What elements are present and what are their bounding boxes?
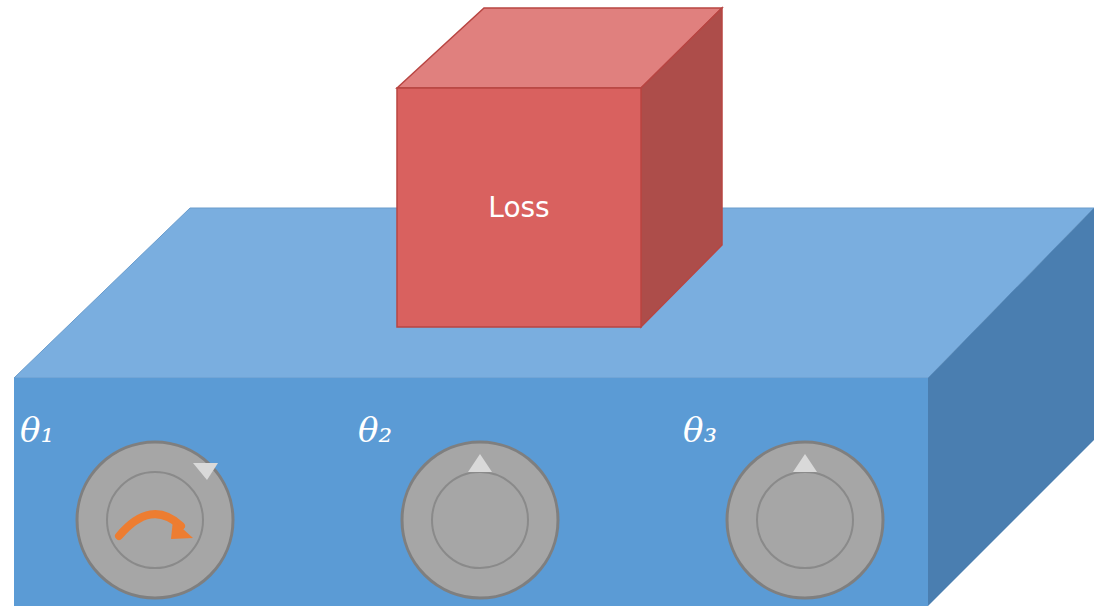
box-right xyxy=(928,208,1094,606)
box-front xyxy=(14,378,928,606)
knob-inner xyxy=(107,472,203,568)
parameter-knob: θ₂ xyxy=(400,440,560,600)
loss-label: Loss xyxy=(488,191,549,224)
loss-cube: Loss xyxy=(397,88,641,327)
knob-symbol xyxy=(400,440,560,600)
cube-front xyxy=(397,88,641,327)
knob-pointer xyxy=(193,463,218,480)
knob-symbol xyxy=(725,440,885,600)
knob-inner xyxy=(432,472,528,568)
cube-right xyxy=(641,8,722,327)
parameter-label: θ₁ xyxy=(20,410,54,450)
parameter-knob: θ₁ xyxy=(75,440,235,600)
knob-outer xyxy=(77,442,233,598)
knob-outer xyxy=(402,442,558,598)
turn-arrowhead xyxy=(171,520,193,539)
knob-outer xyxy=(727,442,883,598)
parameter-knob: θ₃ xyxy=(725,440,885,600)
knob-pointer xyxy=(793,454,817,472)
knob-inner xyxy=(757,472,853,568)
knob-pointer xyxy=(468,454,492,472)
knob-symbol xyxy=(75,440,235,600)
parameter-label: θ₂ xyxy=(358,410,392,450)
parameter-label: θ₃ xyxy=(683,410,717,450)
